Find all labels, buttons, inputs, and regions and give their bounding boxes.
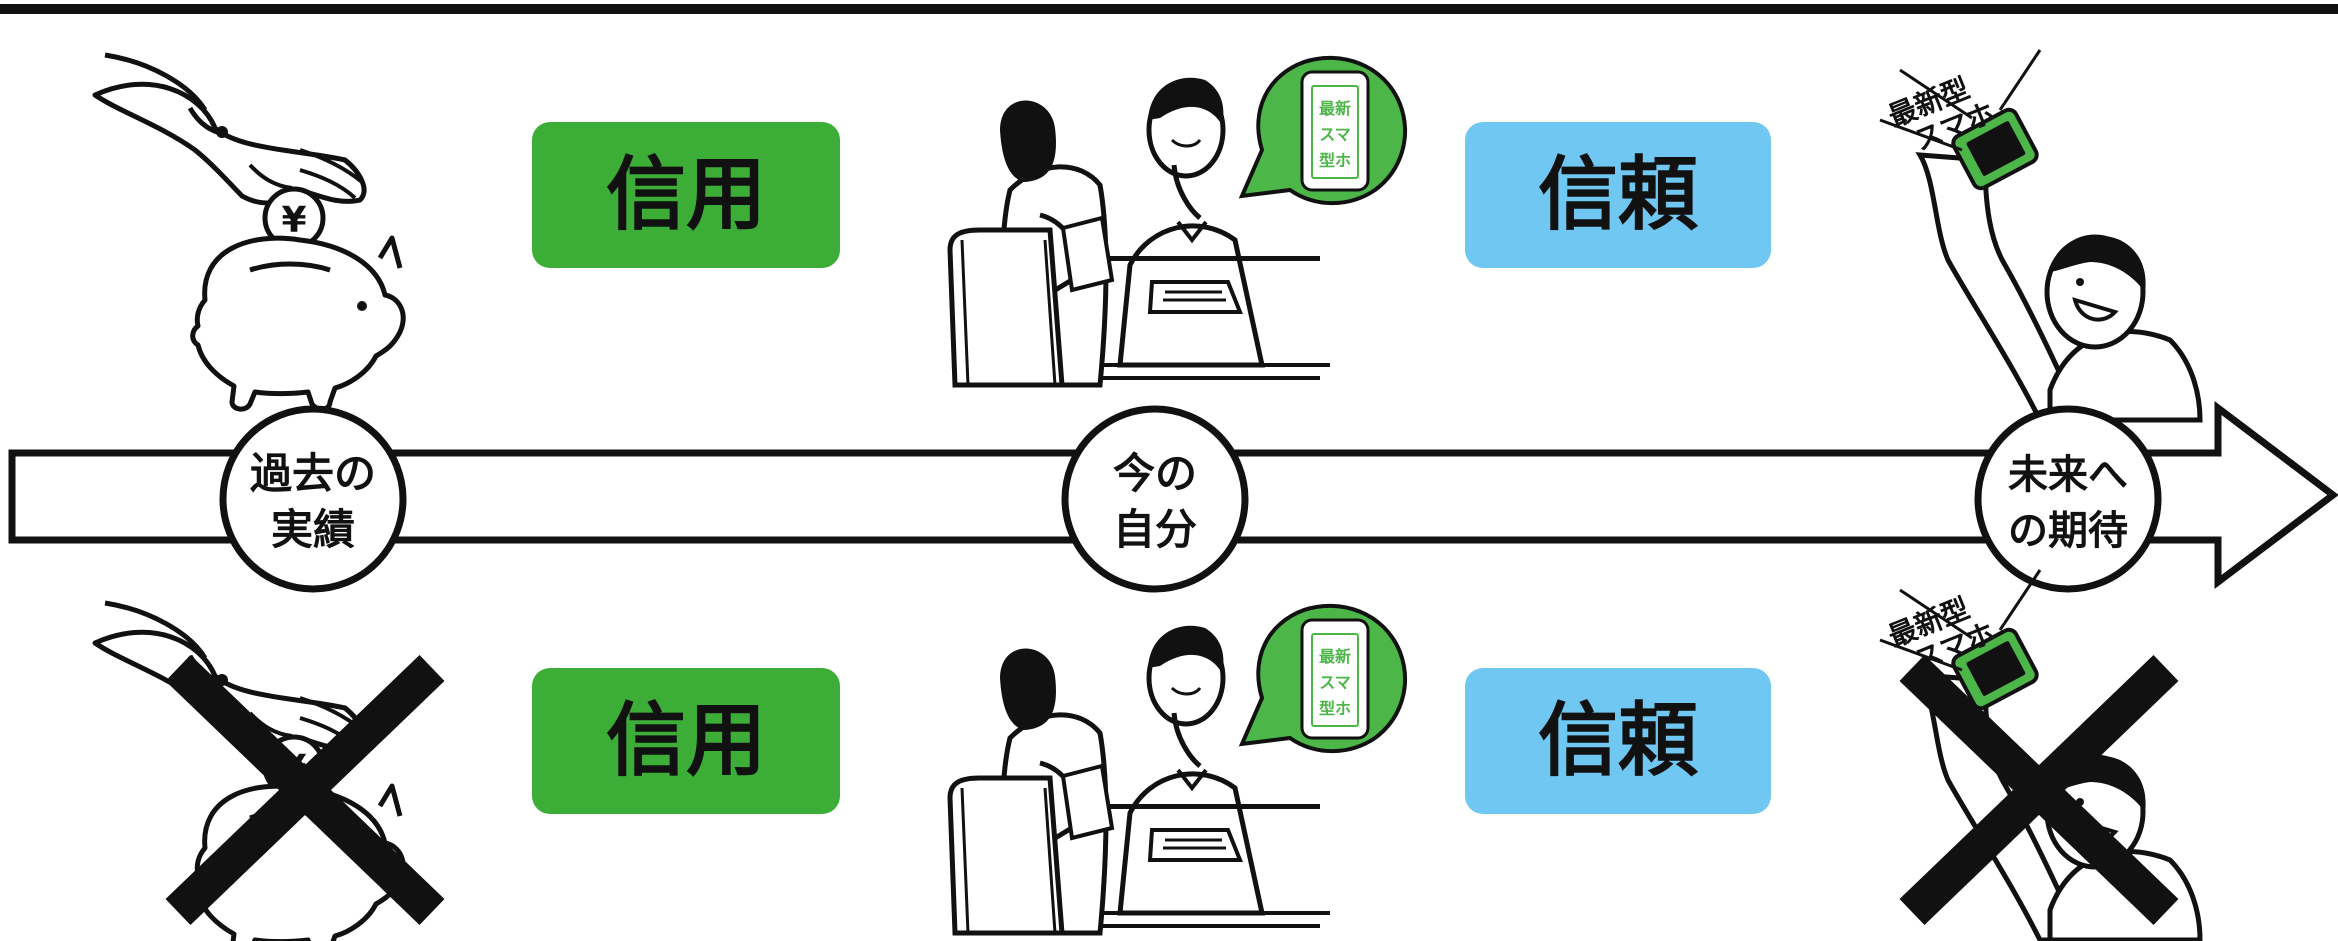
interview-illustration-bottom: 最新 スマ 型ホ [950,603,1408,933]
credit-label: 信用 [606,148,766,241]
svg-text:型ホ: 型ホ [1319,151,1351,170]
hand-coin-icon [95,55,364,203]
credit-label: 信用 [606,694,766,787]
past-achievement-illustration-crossed [95,603,403,941]
trust-badge-top: 信頼 [1465,122,1771,268]
past-label-line1: 過去の [250,449,376,498]
bottom-row: 信用 最新 スマ 型ホ 信頼 最新型 スマホ [95,570,2200,941]
future-label-line1: 未来へ [2008,452,2128,498]
past-achievement-illustration [95,55,403,409]
trust-badge-bottom: 信頼 [1465,668,1771,814]
present-label-line1: 今の [1113,449,1197,498]
timeline-present-circle: 今の 自分 [1061,405,1249,593]
cross-mark-icon [1899,655,2179,925]
svg-text:型ホ: 型ホ [1319,699,1351,718]
credit-badge-bottom: 信用 [532,668,840,814]
trust-label: 信頼 [1538,148,1699,241]
top-border [0,4,2338,14]
svg-text:スマ: スマ [1319,125,1351,144]
svg-text:最新: 最新 [1319,647,1351,666]
piggy-bank-icon [193,189,403,409]
interview-illustration: 最新 スマ 型ホ [950,55,1408,385]
svg-text:スマ: スマ [1319,673,1351,692]
cross-mark-icon [165,655,445,925]
future-expectation-illustration: 最新型 スマホ [1880,50,2200,420]
present-label-line2: 自分 [1113,505,1197,554]
future-label-line2: の期待 [2008,508,2128,554]
top-row: 信用 最新 スマ 型ホ 信頼 最新型 スマホ [95,50,2200,420]
smartphone-icon: 最新 スマ 型ホ [1319,99,1351,170]
timeline-past-circle: 過去の 実績 [219,405,407,593]
timeline-future-circle: 未来へ の期待 [1974,405,2162,593]
trust-label: 信頼 [1538,694,1699,787]
past-label-line2: 実績 [271,505,355,554]
smartphone-icon: 最新 スマ 型ホ [1319,647,1351,718]
svg-text:最新: 最新 [1319,99,1351,118]
credit-badge-top: 信用 [532,122,840,268]
